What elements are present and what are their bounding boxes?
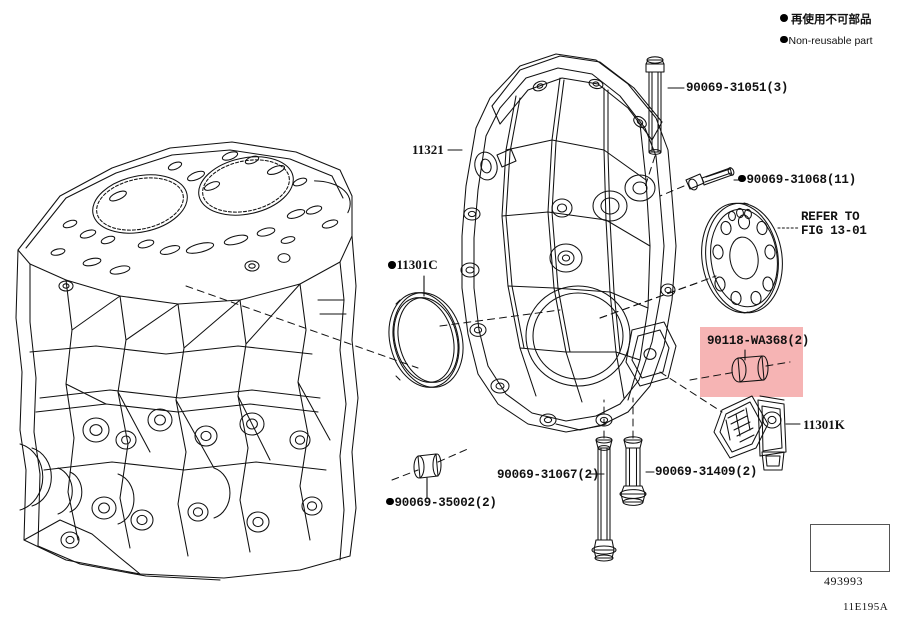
long-bolt-drawing bbox=[591, 436, 617, 562]
callout-90069-31067: 90069-31067(2) bbox=[497, 468, 600, 482]
callout-11321: 11321 bbox=[412, 142, 444, 157]
drive-plate-drawing bbox=[701, 202, 783, 314]
callout-90069-35002: 90069-35002(2) bbox=[386, 496, 497, 510]
callout-90069-31051: 90069-31051(3) bbox=[686, 81, 789, 95]
highlighted-part-region bbox=[700, 327, 803, 397]
legend-japanese-label: 再使用不可部品 bbox=[791, 12, 872, 26]
bushing-drawing bbox=[731, 355, 769, 383]
top-bolt-drawing bbox=[645, 56, 665, 155]
short-bolt-drawing bbox=[619, 436, 647, 506]
crankshaft-oil-seal-drawing bbox=[388, 292, 464, 388]
callout-90118-WA368: 90118-WA368(2) bbox=[707, 334, 810, 348]
nonreusable-marker-icon bbox=[738, 174, 746, 183]
callout-11301K: 11301K bbox=[803, 417, 845, 432]
refer-to-line2: FIG 13-01 bbox=[801, 224, 867, 238]
callout-refer-to-fig: REFER TO FIG 13-01 bbox=[801, 210, 867, 238]
nonreusable-marker-icon bbox=[780, 14, 788, 23]
nonreusable-marker-icon-2 bbox=[780, 35, 788, 44]
chain-tensioner-drawing bbox=[713, 395, 787, 471]
refer-to-line1: REFER TO bbox=[801, 210, 860, 224]
legend-nonreusable: 再使用不可部品 Non-reusable part bbox=[780, 10, 873, 49]
timing-chain-cover-drawing bbox=[460, 53, 677, 433]
small-bushing-drawing bbox=[413, 453, 442, 479]
flange-bolt-drawing bbox=[685, 167, 735, 191]
callout-90069-31068: 90069-31068(11) bbox=[738, 173, 856, 187]
cylinder-block-drawing bbox=[15, 141, 359, 581]
callout-11301C: 11301C bbox=[388, 258, 438, 272]
nonreusable-marker-icon bbox=[388, 261, 396, 269]
callout-90069-31409: 90069-31409(2) bbox=[655, 465, 758, 479]
nonreusable-marker-icon bbox=[386, 497, 394, 506]
diagram-code: 11E195A bbox=[843, 601, 889, 613]
orientation-reference-box bbox=[810, 524, 890, 572]
orientation-box-code: 493993 bbox=[824, 574, 863, 588]
legend-english-label: Non-reusable part bbox=[788, 35, 873, 47]
